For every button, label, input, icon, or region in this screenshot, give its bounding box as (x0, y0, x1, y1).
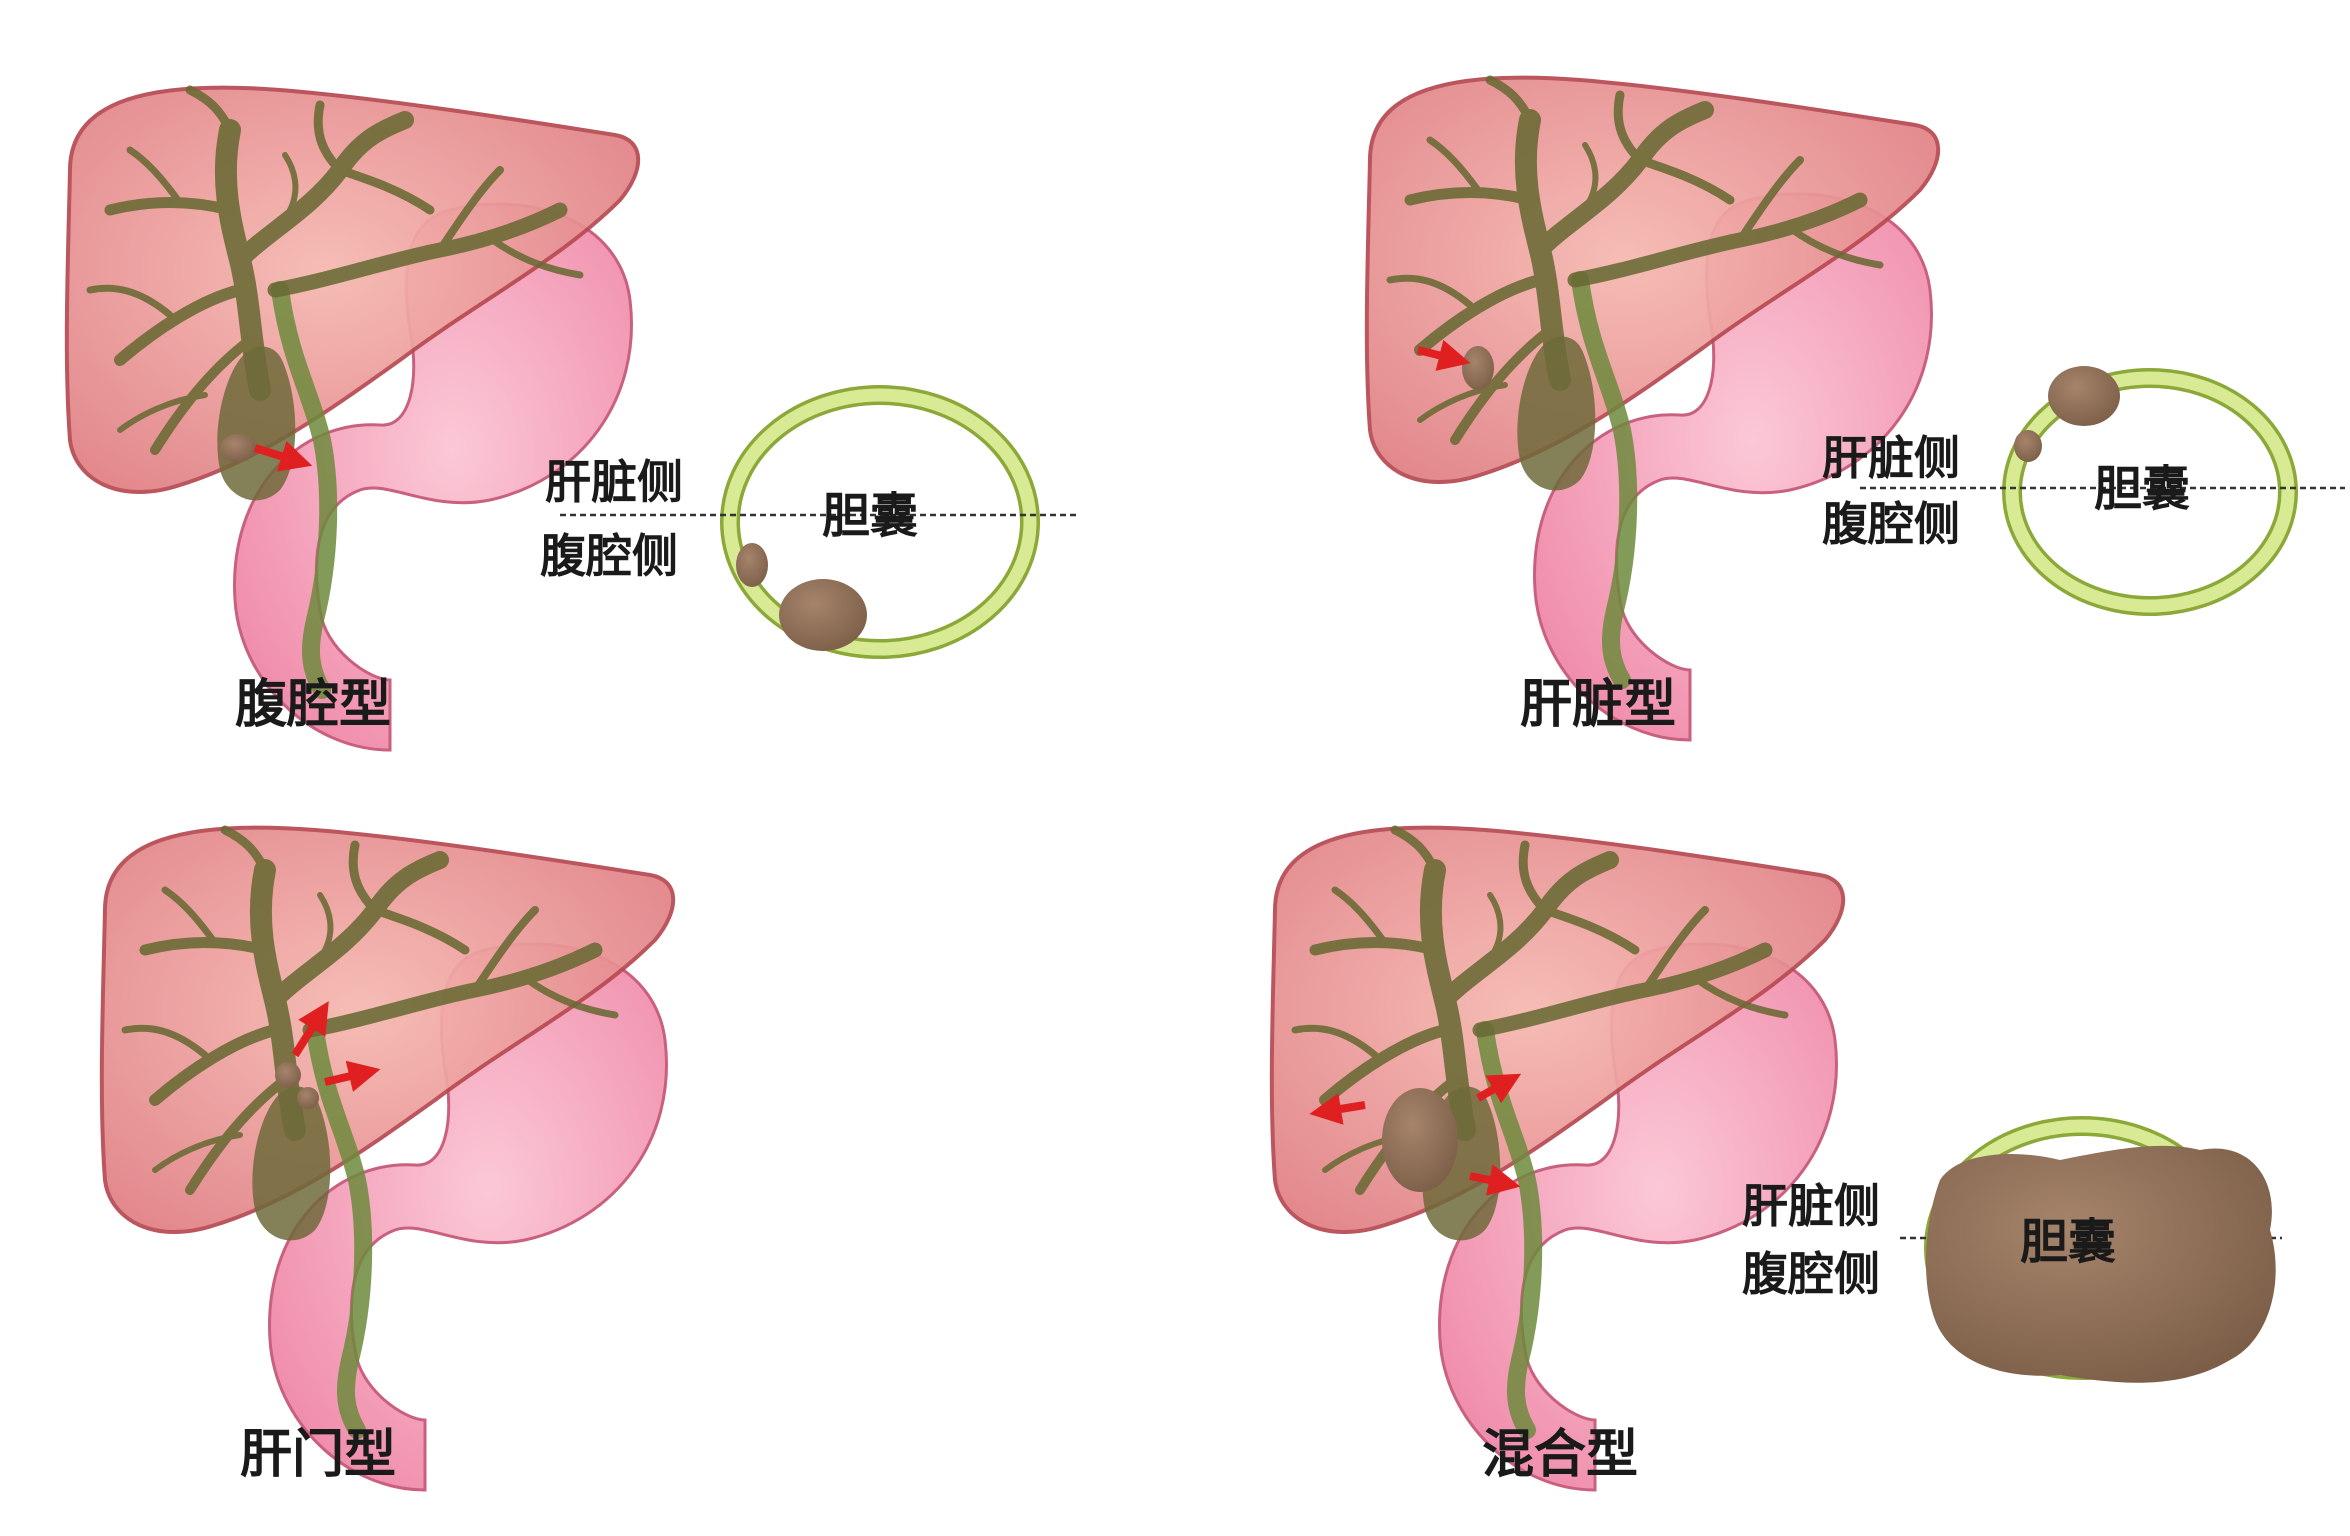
gallbladder-label: 胆囊 (822, 488, 918, 544)
red-arrow-icon (1417, 339, 1471, 371)
panel-caption: 腹腔型 (235, 675, 391, 735)
liver-side-label: 肝脏侧 (545, 455, 683, 509)
gallbladder-label: 胆囊 (2094, 461, 2190, 517)
red-arrow-icon (253, 441, 313, 472)
stone-icon (2048, 366, 2120, 426)
liver-side-label: 肝脏侧 (1822, 431, 1960, 485)
panel-caption: 肝脏型 (1520, 675, 1676, 735)
large-stone-icon (1925, 1145, 2276, 1383)
abdominal-side-label: 腹腔侧 (540, 529, 678, 583)
liver-stomach-illustration (1367, 78, 1938, 740)
liver-stomach-illustration (1272, 828, 1843, 1490)
abdominal-side-label: 腹腔侧 (1822, 497, 1960, 551)
liver-stomach-illustration (67, 88, 638, 750)
panel-caption: 肝门型 (240, 1425, 396, 1485)
panel-3: 肝门型 (102, 828, 673, 1490)
red-arrow-icon (1476, 1073, 1522, 1104)
stone-icon (1382, 1088, 1458, 1192)
stone-icon (779, 579, 867, 651)
red-arrow-icon (291, 1001, 329, 1058)
panel-1: 肝脏侧 腹腔侧 胆囊 腹腔型 (67, 88, 1080, 750)
panel-caption: 混合型 (1482, 1425, 1638, 1485)
stone-icon (297, 1087, 319, 1109)
stone-icon (1462, 346, 1494, 390)
stone-icon (736, 543, 768, 587)
red-arrow-icon (1309, 1093, 1366, 1125)
abdominal-side-label: 腹腔侧 (1742, 1247, 1880, 1301)
liver-stomach-illustration (102, 828, 673, 1490)
stone-icon (220, 434, 256, 462)
gallbladder-label: 胆囊 (2020, 1214, 2116, 1270)
liver-side-label: 肝脏侧 (1742, 1179, 1880, 1233)
red-arrow-icon (324, 1060, 381, 1092)
panel-4: 肝脏侧 腹腔侧 胆囊 混合型 (1272, 828, 2282, 1490)
panel-2: 肝脏侧 腹腔侧 胆囊 肝脏型 (1367, 78, 2345, 740)
red-arrow-icon (1469, 1164, 1521, 1196)
stone-icon (2014, 430, 2042, 462)
stone-icon (275, 1062, 301, 1088)
